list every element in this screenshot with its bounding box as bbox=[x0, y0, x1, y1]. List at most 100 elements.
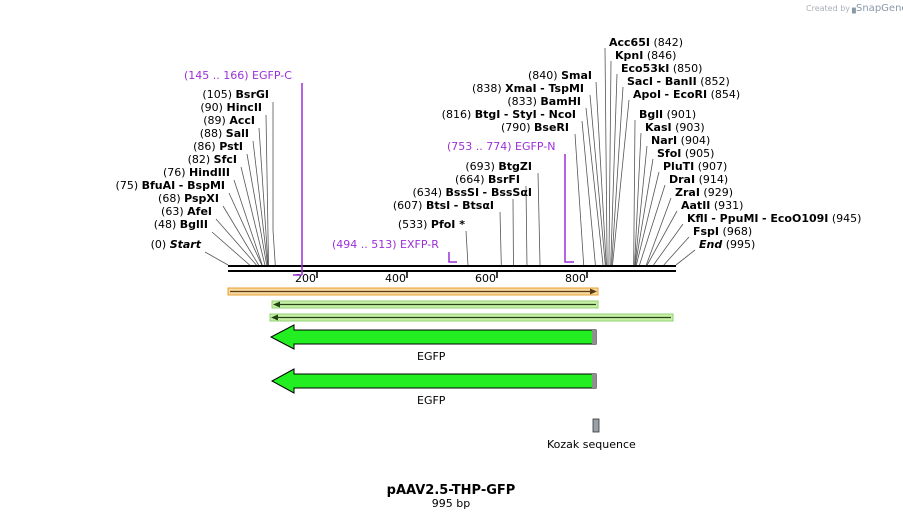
feature-label-kozak: Kozak sequence bbox=[547, 438, 636, 451]
enzyme-label: (63) AfeI bbox=[161, 205, 212, 218]
enzyme-leader-line bbox=[252, 140, 269, 266]
enzyme-leader-line bbox=[635, 171, 660, 266]
enzyme-leader-line bbox=[246, 153, 268, 266]
enzyme-leader-line bbox=[537, 172, 541, 266]
ruler-ticks: 200 400 600 800 bbox=[295, 271, 588, 285]
enzyme-label: (533) PfoI * bbox=[398, 218, 465, 231]
enzyme-label: (82) SfcI bbox=[188, 153, 237, 166]
enzyme-label: (833) BamHI bbox=[507, 95, 581, 108]
enzyme-label: Acc65I (842) bbox=[609, 36, 683, 49]
enzyme-leader-line bbox=[634, 132, 642, 266]
enzyme-label: BglI (901) bbox=[639, 108, 696, 121]
enzyme-leader-line bbox=[465, 230, 469, 266]
enzyme-label: AatII (931) bbox=[681, 199, 743, 212]
feature-egfp-arrow bbox=[270, 368, 597, 394]
enzyme-label: (89) AccI bbox=[203, 114, 255, 127]
enzyme-leader-line bbox=[204, 251, 229, 266]
enzyme-label: DraI (914) bbox=[669, 173, 728, 186]
enzyme-label: KpnI (846) bbox=[615, 49, 676, 62]
end-label: End (995) bbox=[699, 238, 755, 251]
sequence-backbone bbox=[228, 265, 676, 272]
primer-label-egfp-n: (753 .. 774) EGFP-N bbox=[447, 140, 555, 153]
primer-marker-exfp-r bbox=[448, 252, 457, 263]
primer-bar-green-2-arrowhead bbox=[271, 314, 278, 321]
enzyme-label: (75) BfuAI - BspMI bbox=[116, 179, 225, 192]
enzyme-labels-left: (105) BsrGI (90) HincII (89) AccI (88) S… bbox=[116, 88, 269, 251]
ruler-tick-label: 800 bbox=[565, 272, 586, 285]
enzyme-leader-line bbox=[240, 166, 266, 266]
enzyme-leader-line bbox=[499, 211, 502, 266]
enzyme-leader-line bbox=[595, 81, 607, 266]
enzyme-leader-lines bbox=[204, 47, 696, 266]
enzyme-labels-top: (840) SmaI (838) XmaI - TspMI (833) BamH… bbox=[442, 69, 592, 134]
enzyme-label: (664) BsrFI bbox=[455, 173, 520, 186]
feature-label-egfp: EGFP bbox=[417, 394, 446, 407]
snapgene-logo-icon: ▗ bbox=[848, 3, 856, 14]
primer-label-egfp-c: (145 .. 166) EGFP-C bbox=[184, 69, 292, 82]
ruler-tick-label: 600 bbox=[475, 272, 496, 285]
enzyme-labels-middle: (693) BtgZI (664) BsrFI (634) BssSI - Bs… bbox=[393, 160, 532, 231]
primer-bar-orange-arrowhead bbox=[590, 288, 597, 295]
enzyme-leader-line bbox=[581, 120, 596, 266]
enzyme-leader-line bbox=[653, 223, 684, 266]
enzyme-label: Eco53kI (850) bbox=[621, 62, 702, 75]
primer-binding-bars bbox=[227, 287, 674, 322]
enzyme-leader-line bbox=[663, 236, 690, 266]
enzyme-leader-line bbox=[608, 60, 612, 266]
enzyme-label: (838) XmaI - TspMI bbox=[472, 82, 584, 95]
enzyme-label: ZraI (929) bbox=[675, 186, 733, 199]
feature-egfp-hatch bbox=[592, 330, 596, 344]
primer-label-exfp-r: (494 .. 513) EXFP-R bbox=[332, 238, 439, 251]
enzyme-leader-line bbox=[211, 231, 250, 266]
enzyme-label: KasI (903) bbox=[645, 121, 705, 134]
primer-bar-green-1-arrowhead bbox=[273, 301, 280, 308]
primer-labels: (145 .. 166) EGFP-C (753 .. 774) EGFP-N … bbox=[184, 69, 555, 251]
enzyme-leader-line bbox=[585, 107, 604, 266]
primer-marker-egfp-c bbox=[293, 83, 303, 276]
enzyme-leader-line bbox=[635, 158, 654, 266]
enzyme-leader-line bbox=[525, 185, 528, 266]
enzyme-leader-line bbox=[675, 249, 696, 266]
primer-marker-egfp-n bbox=[564, 154, 574, 263]
enzyme-leader-line bbox=[265, 114, 269, 266]
enzyme-label: (105) BsrGI bbox=[202, 88, 269, 101]
enzyme-label: (607) BtsI - BtsαI bbox=[393, 199, 494, 212]
enzyme-label: (76) HindIII bbox=[163, 166, 230, 179]
enzyme-leader-line bbox=[611, 86, 624, 266]
enzyme-label: NarI (904) bbox=[651, 134, 710, 147]
enzyme-leader-line bbox=[258, 127, 269, 266]
enzyme-label: (86) PstI bbox=[193, 140, 243, 153]
enzyme-leader-line bbox=[589, 94, 606, 266]
feature-label-egfp: EGFP bbox=[417, 350, 446, 363]
ruler-tick-label: 400 bbox=[385, 272, 406, 285]
enzyme-label: (693) BtgZI bbox=[465, 160, 532, 173]
enzyme-label: (816) BtgI - StyI - NcoI bbox=[442, 108, 576, 121]
enzyme-label: FspI (968) bbox=[693, 225, 752, 238]
enzyme-leader-line bbox=[610, 73, 618, 266]
feature-kozak bbox=[592, 418, 600, 433]
enzyme-label: ApoI - EcoRI (854) bbox=[633, 88, 740, 101]
enzyme-leader-line bbox=[233, 179, 263, 266]
enzyme-leader-line bbox=[639, 184, 666, 266]
primer-markers bbox=[293, 83, 574, 276]
enzyme-leader-line bbox=[272, 102, 276, 266]
enzyme-labels-right: Acc65I (842) KpnI (846) Eco53kI (850) Sa… bbox=[609, 36, 861, 251]
enzyme-leader-line bbox=[228, 192, 263, 266]
plasmid-length: 995 bp bbox=[432, 497, 470, 510]
enzyme-leader-line bbox=[604, 47, 608, 266]
enzyme-leader-line bbox=[612, 99, 630, 266]
enzyme-label: (790) BseRI bbox=[501, 121, 569, 134]
ruler-tick-label: 200 bbox=[295, 272, 316, 285]
snapgene-brand: SnapGene bbox=[856, 3, 903, 14]
enzyme-label: (90) HincII bbox=[200, 101, 262, 114]
feature-egfp-hatch bbox=[592, 374, 596, 388]
enzyme-label: (634) BssSI - BssSαI bbox=[412, 186, 532, 199]
enzyme-leader-line bbox=[633, 119, 636, 266]
feature-egfp-arrow bbox=[269, 324, 597, 350]
enzyme-label: SacI - BanII (852) bbox=[627, 75, 730, 88]
enzyme-leader-line bbox=[646, 210, 678, 266]
enzyme-label: PluTI (907) bbox=[663, 160, 727, 173]
enzyme-label: (48) BglII bbox=[154, 218, 208, 231]
enzyme-leader-line bbox=[215, 218, 257, 266]
